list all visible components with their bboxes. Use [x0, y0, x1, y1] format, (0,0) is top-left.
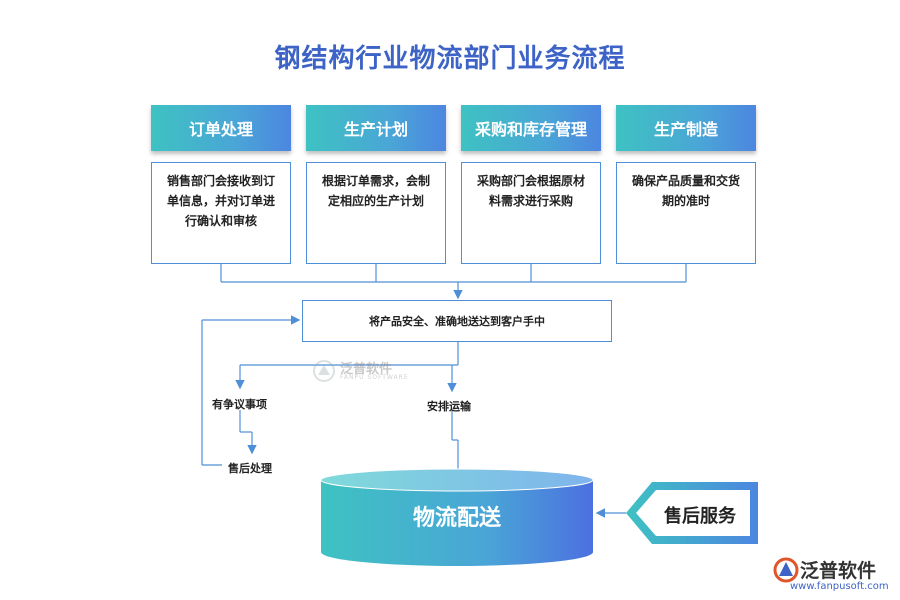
stage-desc-order: 销售部门会接收到订单信息，并对订单进行确认和审核	[151, 162, 291, 264]
watermark-subtext: FANPU SOFTWARE	[340, 374, 409, 381]
logo-url: www.fanpusoft.com	[790, 581, 889, 592]
delivery-goal-box: 将产品安全、准确地送达到客户手中	[302, 300, 612, 342]
stage-header-plan: 生产计划	[306, 105, 446, 151]
watermark-logo-icon	[313, 360, 335, 382]
stage-header-order: 订单处理	[151, 105, 291, 151]
logistics-cylinder	[320, 468, 594, 566]
service-arrow-shape	[626, 482, 758, 544]
stage-header-purchase: 采购和库存管理	[461, 105, 601, 151]
service-label: 售后服务	[664, 506, 736, 527]
page-title: 钢结构行业物流部门业务流程	[274, 44, 626, 74]
fanpu-logo-icon	[773, 557, 799, 583]
aftersale-label: 售后处理	[228, 462, 272, 475]
stage-desc-manufacture: 确保产品质量和交货期的准时	[616, 162, 756, 264]
stage-desc-purchase: 采购部门会根据原材料需求进行采购	[461, 162, 601, 264]
logo-name: 泛普软件	[800, 560, 877, 582]
stage-header-manufacture: 生产制造	[616, 105, 756, 151]
dispute-label: 有争议事项	[212, 398, 267, 411]
stage-desc-plan: 根据订单需求，会制定相应的生产计划	[306, 162, 446, 264]
watermark-text: 泛普软件	[340, 362, 393, 377]
transport-label: 安排运输	[427, 400, 471, 413]
logistics-label: 物流配送	[412, 506, 501, 531]
